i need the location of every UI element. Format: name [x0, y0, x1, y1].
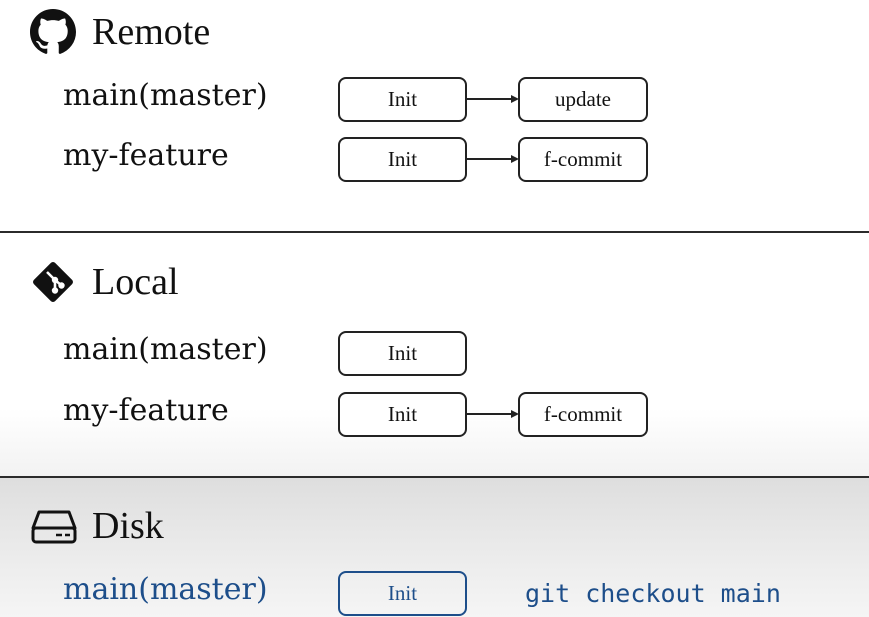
remote-feature-commit-f-commit: f-commit: [518, 137, 648, 182]
local-branch-main: main(master): [63, 332, 268, 367]
disk-branch-main: main(master): [63, 572, 268, 607]
hard-drive-icon: [30, 504, 80, 548]
commit-label: f-commit: [543, 147, 623, 171]
commit-label: Init: [387, 341, 418, 365]
git-icon: [30, 260, 80, 304]
remote-feature-arrow: [467, 155, 519, 163]
divider-remote-local: [0, 231, 869, 233]
disk-commit-init: Init: [338, 571, 467, 616]
remote-branch-my-feature: my-feature: [63, 138, 229, 173]
local-feature-commit-init: Init: [338, 392, 467, 437]
disk-section: Disk main(master) Init git checkout main: [0, 478, 869, 617]
commit-label: Init: [387, 147, 418, 171]
remote-main-arrow: [467, 95, 519, 103]
commit-label: f-commit: [543, 402, 623, 426]
local-feature-commit-f-commit: f-commit: [518, 392, 648, 437]
local-feature-arrow: [467, 410, 519, 418]
remote-branch-main: main(master): [63, 78, 268, 113]
commit-label: Init: [387, 402, 418, 426]
local-branch-my-feature: my-feature: [63, 393, 229, 428]
disk-title: Disk: [92, 505, 164, 547]
remote-main-commit-init: Init: [338, 77, 467, 122]
commit-label: Init: [387, 87, 418, 111]
remote-main-commit-update: update: [518, 77, 648, 122]
divider-local-disk: [0, 476, 869, 478]
local-heading: Local: [30, 260, 179, 304]
commit-label: Init: [387, 581, 418, 605]
local-section: Local main(master) Init my-feature Init …: [0, 233, 869, 477]
remote-heading: Remote: [30, 9, 211, 54]
disk-heading: Disk: [30, 504, 164, 548]
remote-feature-commit-init: Init: [338, 137, 467, 182]
github-icon: [30, 9, 80, 54]
remote-section: Remote main(master) Init update my-featu…: [0, 0, 869, 232]
local-main-commit-init: Init: [338, 331, 467, 376]
remote-title: Remote: [92, 11, 211, 53]
commit-label: update: [555, 87, 611, 111]
git-checkout-command: git checkout main: [525, 579, 781, 608]
local-title: Local: [92, 261, 179, 303]
